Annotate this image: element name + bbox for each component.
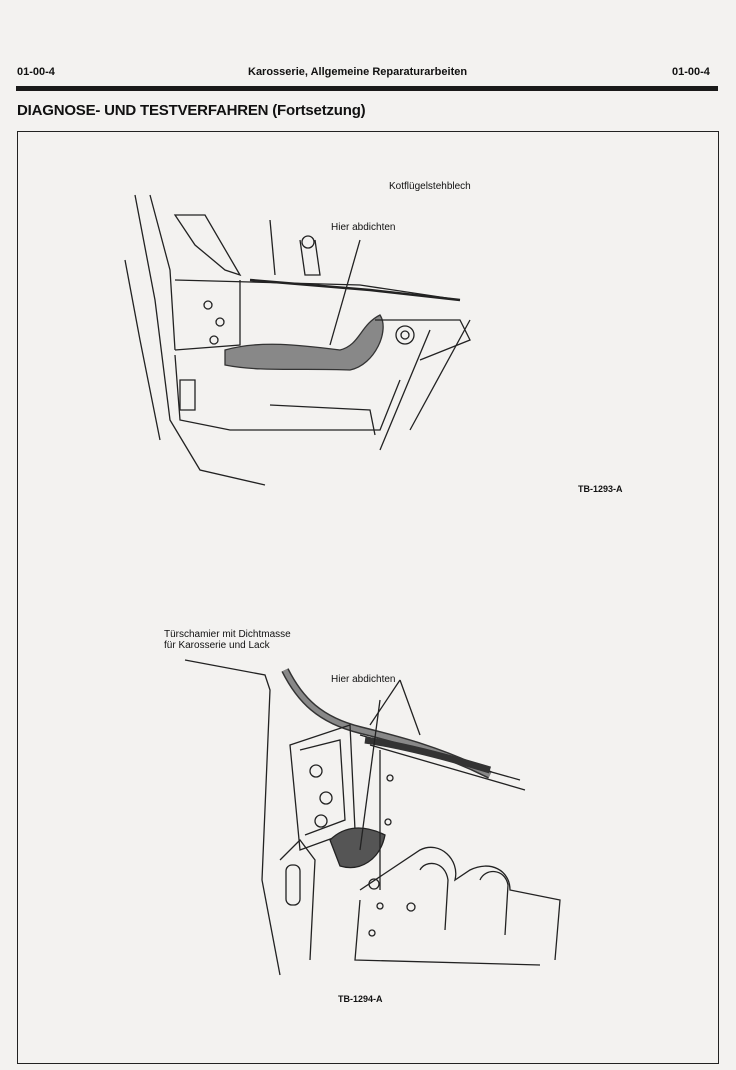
header-rule: [16, 86, 718, 91]
label-tuerscharnier-line1: Türschamier mit Dichtmasse: [164, 629, 291, 640]
label-tuerscharnier-line2: für Karosserie und Lack: [164, 640, 270, 651]
page-number-right: 01-00-4: [672, 66, 710, 78]
section-title: Karosserie, Allgemeine Reparaturarbeiten: [248, 66, 468, 78]
figure-1-ref: TB-1293-A: [578, 484, 623, 494]
label-kotfluegelstehblech: Kotflügelstehblech: [389, 181, 471, 192]
figure-2-ref: TB-1294-A: [338, 994, 383, 1004]
label-hier-abdichten-2: Hier abdichten: [331, 674, 396, 685]
figure-frame: [17, 131, 719, 1064]
label-hier-abdichten-1: Hier abdichten: [331, 222, 396, 233]
page-title: DIAGNOSE- UND TESTVERFAHREN (Fortsetzung…: [17, 102, 366, 119]
page-number-left: 01-00-4: [17, 66, 55, 78]
